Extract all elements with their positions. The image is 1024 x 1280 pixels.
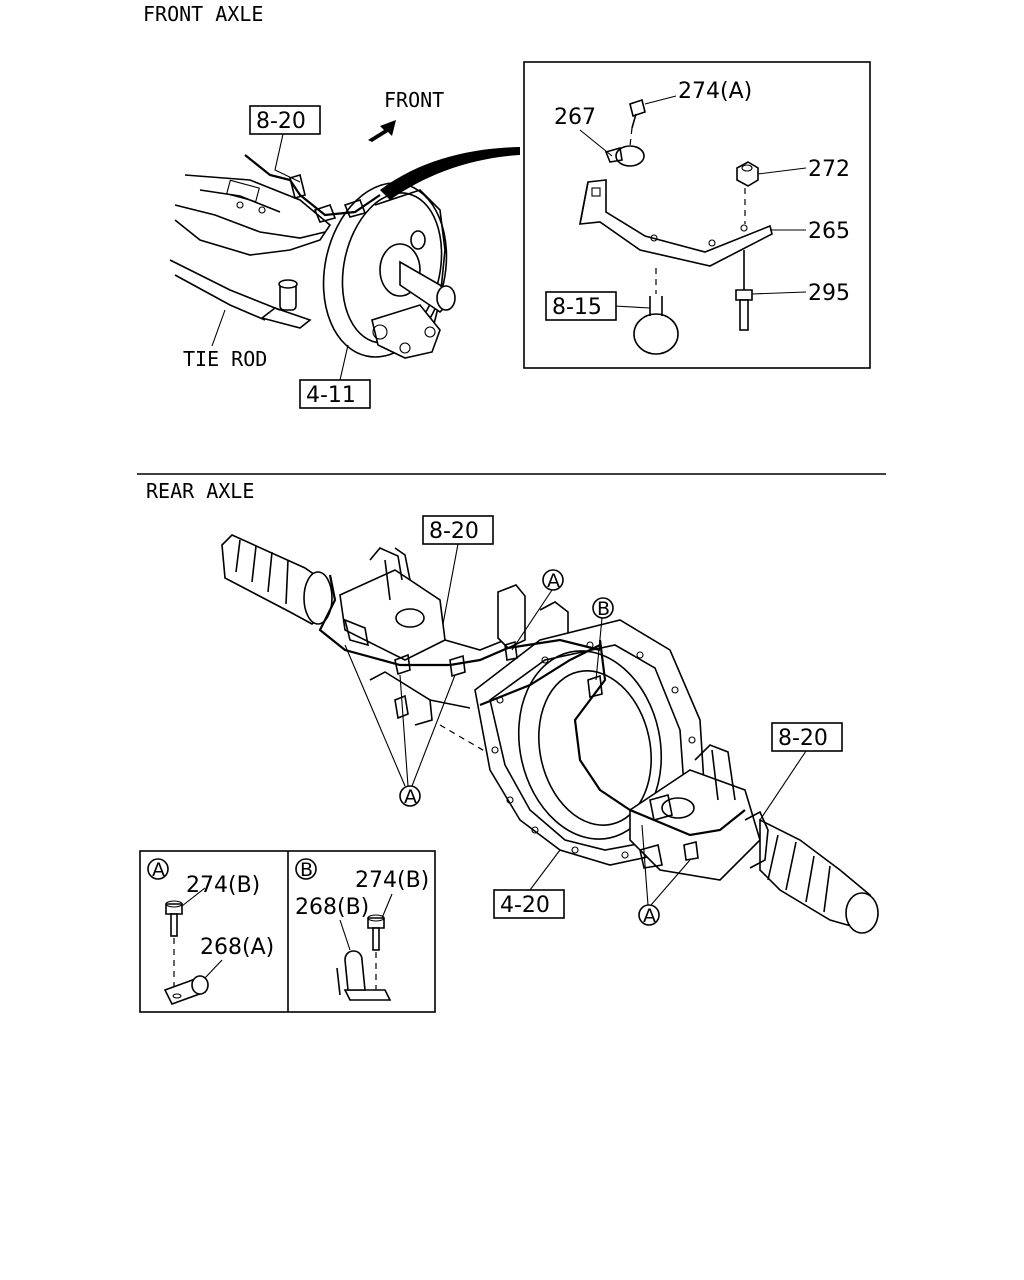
part-272-label: 272 <box>808 157 850 182</box>
callout-a-right[interactable]: A <box>638 904 660 927</box>
inset-b-bolt-label: 274(B) <box>355 868 429 893</box>
callout-b-top[interactable]: B <box>592 597 614 620</box>
leaders-callout-a-left <box>344 644 456 787</box>
leaders-callout-a-right <box>641 824 691 906</box>
svg-text:4-11: 4-11 <box>306 383 356 408</box>
band-clip-icon <box>633 296 679 355</box>
svg-text:A: A <box>547 570 560 592</box>
rear-axle-illustration <box>221 534 879 934</box>
rear-inset-box <box>139 850 436 1013</box>
stud-295-icon <box>735 250 753 331</box>
ref-box-4-11[interactable]: 4-11 <box>299 379 371 409</box>
ref-box-4-20[interactable]: 4-20 <box>493 889 565 919</box>
front-detail-box <box>523 61 871 369</box>
leader-4-11 <box>339 344 349 381</box>
tie-rod-label: TIE ROD <box>183 347 267 371</box>
part-274a-label: 274(A) <box>678 79 752 104</box>
callout-a-top[interactable]: A <box>542 569 564 592</box>
inset-letter-a: A <box>152 859 165 881</box>
leader-8-20-front <box>274 133 301 183</box>
nut-272-icon <box>736 161 759 187</box>
svg-text:8-20: 8-20 <box>429 519 479 544</box>
leader-4-20 <box>529 849 561 891</box>
clip-268b-icon <box>336 950 392 1001</box>
front-axle-illustration <box>169 154 456 359</box>
leader-callout-a-top <box>511 589 553 651</box>
svg-text:B: B <box>597 598 610 620</box>
ref-box-8-20-front[interactable]: 8-20 <box>249 105 321 135</box>
ref-box-8-20-rear-right[interactable]: 8-20 <box>771 722 843 752</box>
inset-a-clip-label: 268(A) <box>200 935 274 960</box>
clip-268a-icon <box>163 975 209 1005</box>
svg-text:8-20: 8-20 <box>778 726 828 751</box>
leader-tie-rod <box>211 309 226 347</box>
svg-text:4-20: 4-20 <box>500 893 550 918</box>
part-265-label: 265 <box>808 219 850 244</box>
callout-a-left[interactable]: A <box>399 785 421 808</box>
part-267-label: 267 <box>554 105 596 130</box>
svg-text:8-15: 8-15 <box>552 295 602 320</box>
bolt-274b-b-icon <box>367 914 385 951</box>
bolt-274a-icon <box>629 98 646 129</box>
ref-box-8-15[interactable]: 8-15 <box>545 291 617 321</box>
inset-b-clip-label: 268(B) <box>295 895 369 920</box>
inset-letter-b: B <box>300 859 313 881</box>
leader-callout-b-top <box>595 617 603 681</box>
svg-text:A: A <box>643 905 656 927</box>
front-direction-arrow-icon <box>368 120 396 142</box>
front-axle-label: FRONT AXLE <box>143 2 263 26</box>
svg-text:8-20: 8-20 <box>256 109 306 134</box>
clip-267-icon <box>604 145 645 167</box>
bolt-274b-a-icon <box>165 900 183 937</box>
detail-pointer <box>380 147 520 200</box>
part-295-label: 295 <box>808 281 850 306</box>
ref-box-8-20-rear-left[interactable]: 8-20 <box>422 515 494 545</box>
rear-axle-label: REAR AXLE <box>146 479 254 503</box>
inset-a-bolt-label: 274(B) <box>186 873 260 898</box>
front-direction-label: FRONT <box>384 88 444 112</box>
leader-8-20-rear-right <box>759 750 807 821</box>
svg-text:A: A <box>404 786 417 808</box>
